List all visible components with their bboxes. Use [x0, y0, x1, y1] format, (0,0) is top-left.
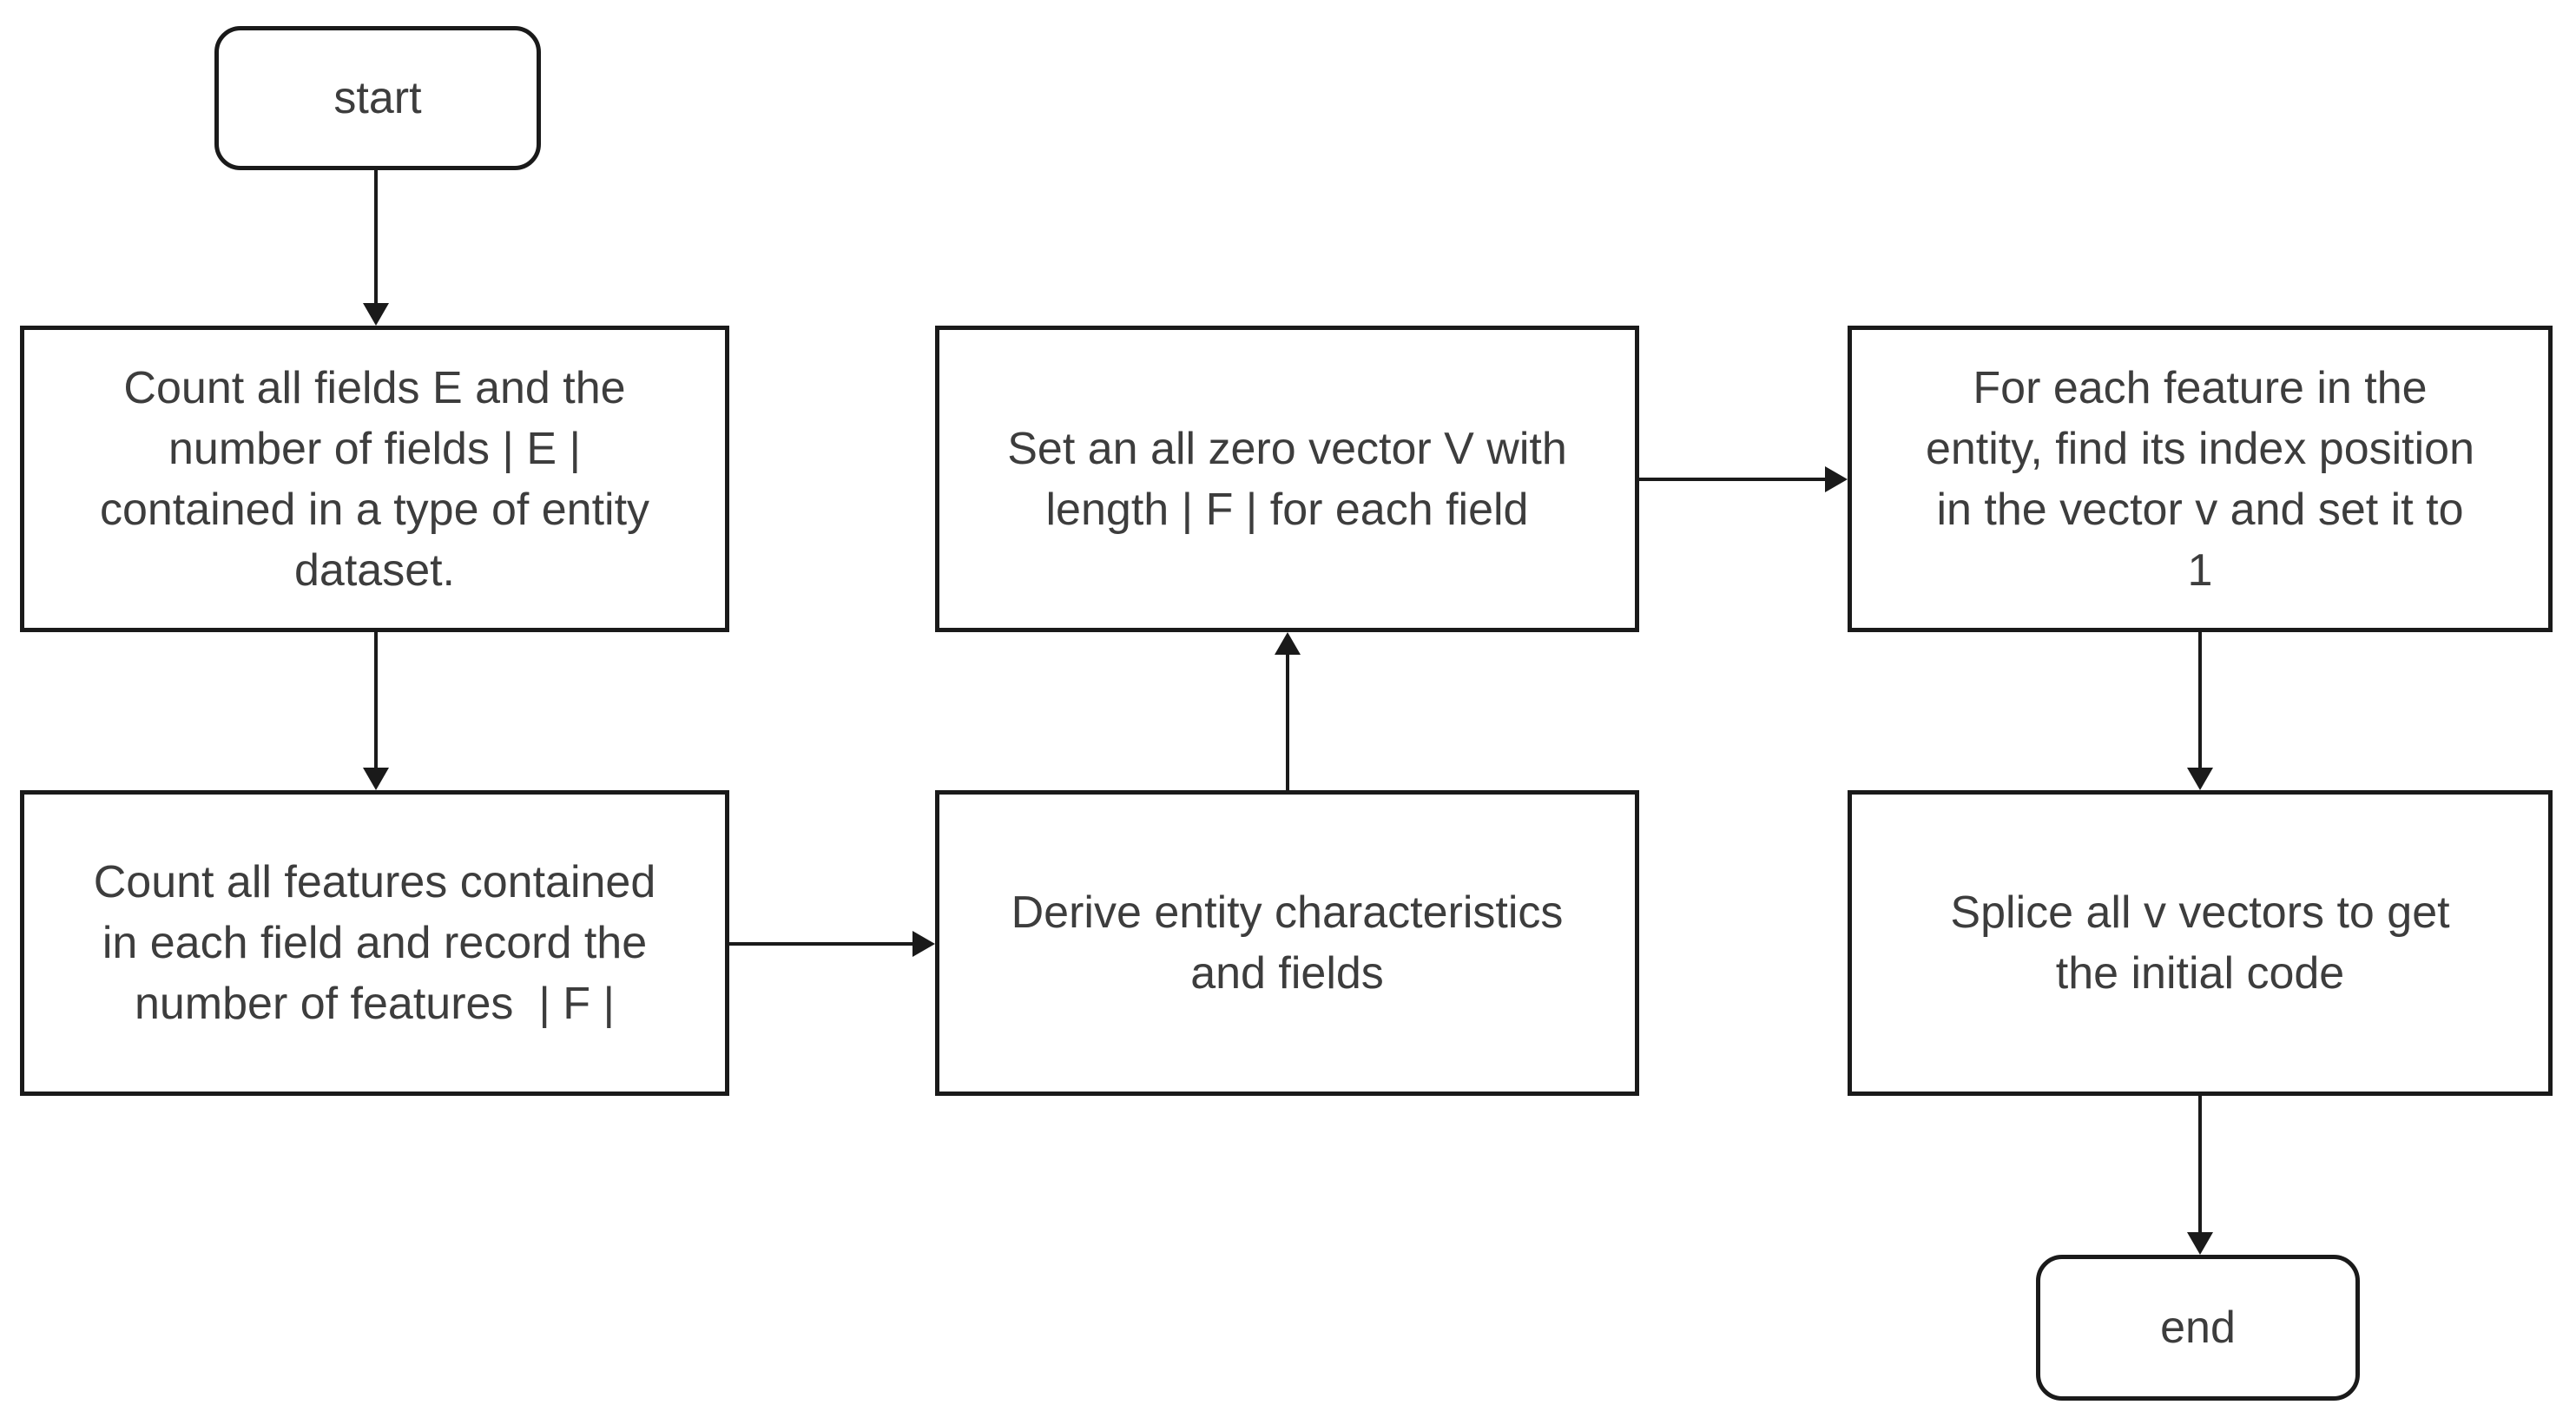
- start-label: start: [333, 73, 422, 123]
- arrowhead-right-icon: [1825, 466, 1848, 492]
- edge-derive-entity-to-zero-vector-line: [1286, 651, 1289, 792]
- step-count-features-text: Count all features contained in each fie…: [93, 857, 656, 1029]
- step-derive-entity-text: Derive entity characteristics and fields: [1011, 887, 1564, 999]
- arrowhead-right-icon: [912, 931, 935, 957]
- step-index-position-node: For each feature in the entity, find its…: [1848, 326, 2553, 632]
- end-terminator-node: end: [2036, 1255, 2360, 1401]
- arrowhead-down-icon: [363, 303, 389, 326]
- step-zero-vector-text: Set an all zero vector V with length | F…: [1007, 423, 1567, 535]
- edge-start-to-count-fields-line: [374, 170, 378, 307]
- step-count-features-node: Count all features contained in each fie…: [20, 790, 729, 1096]
- step-count-fields-node: Count all fields E and the number of fie…: [20, 326, 729, 632]
- end-label: end: [2160, 1303, 2236, 1353]
- step-count-fields-text: Count all fields E and the number of fie…: [99, 362, 650, 596]
- edge-zero-vector-to-index-position-line: [1639, 478, 1830, 481]
- step-zero-vector-node: Set an all zero vector V with length | F…: [935, 326, 1639, 632]
- edge-index-position-to-splice-vectors-line: [2198, 632, 2202, 773]
- arrowhead-down-icon: [2187, 768, 2213, 790]
- step-index-position-text: For each feature in the entity, find its…: [1925, 362, 2475, 596]
- edge-splice-vectors-to-end-line: [2198, 1096, 2202, 1236]
- edge-count-fields-to-count-features-line: [374, 632, 378, 773]
- step-derive-entity-node: Derive entity characteristics and fields: [935, 790, 1639, 1096]
- start-terminator-node: start: [214, 26, 541, 170]
- arrowhead-up-icon: [1275, 632, 1301, 655]
- step-splice-vectors-node: Splice all v vectors to get the initial …: [1848, 790, 2553, 1096]
- arrowhead-down-icon: [363, 768, 389, 790]
- edge-count-features-to-derive-entity-line: [729, 942, 918, 946]
- step-splice-vectors-text: Splice all v vectors to get the initial …: [1950, 887, 2450, 999]
- arrowhead-down-icon: [2187, 1232, 2213, 1255]
